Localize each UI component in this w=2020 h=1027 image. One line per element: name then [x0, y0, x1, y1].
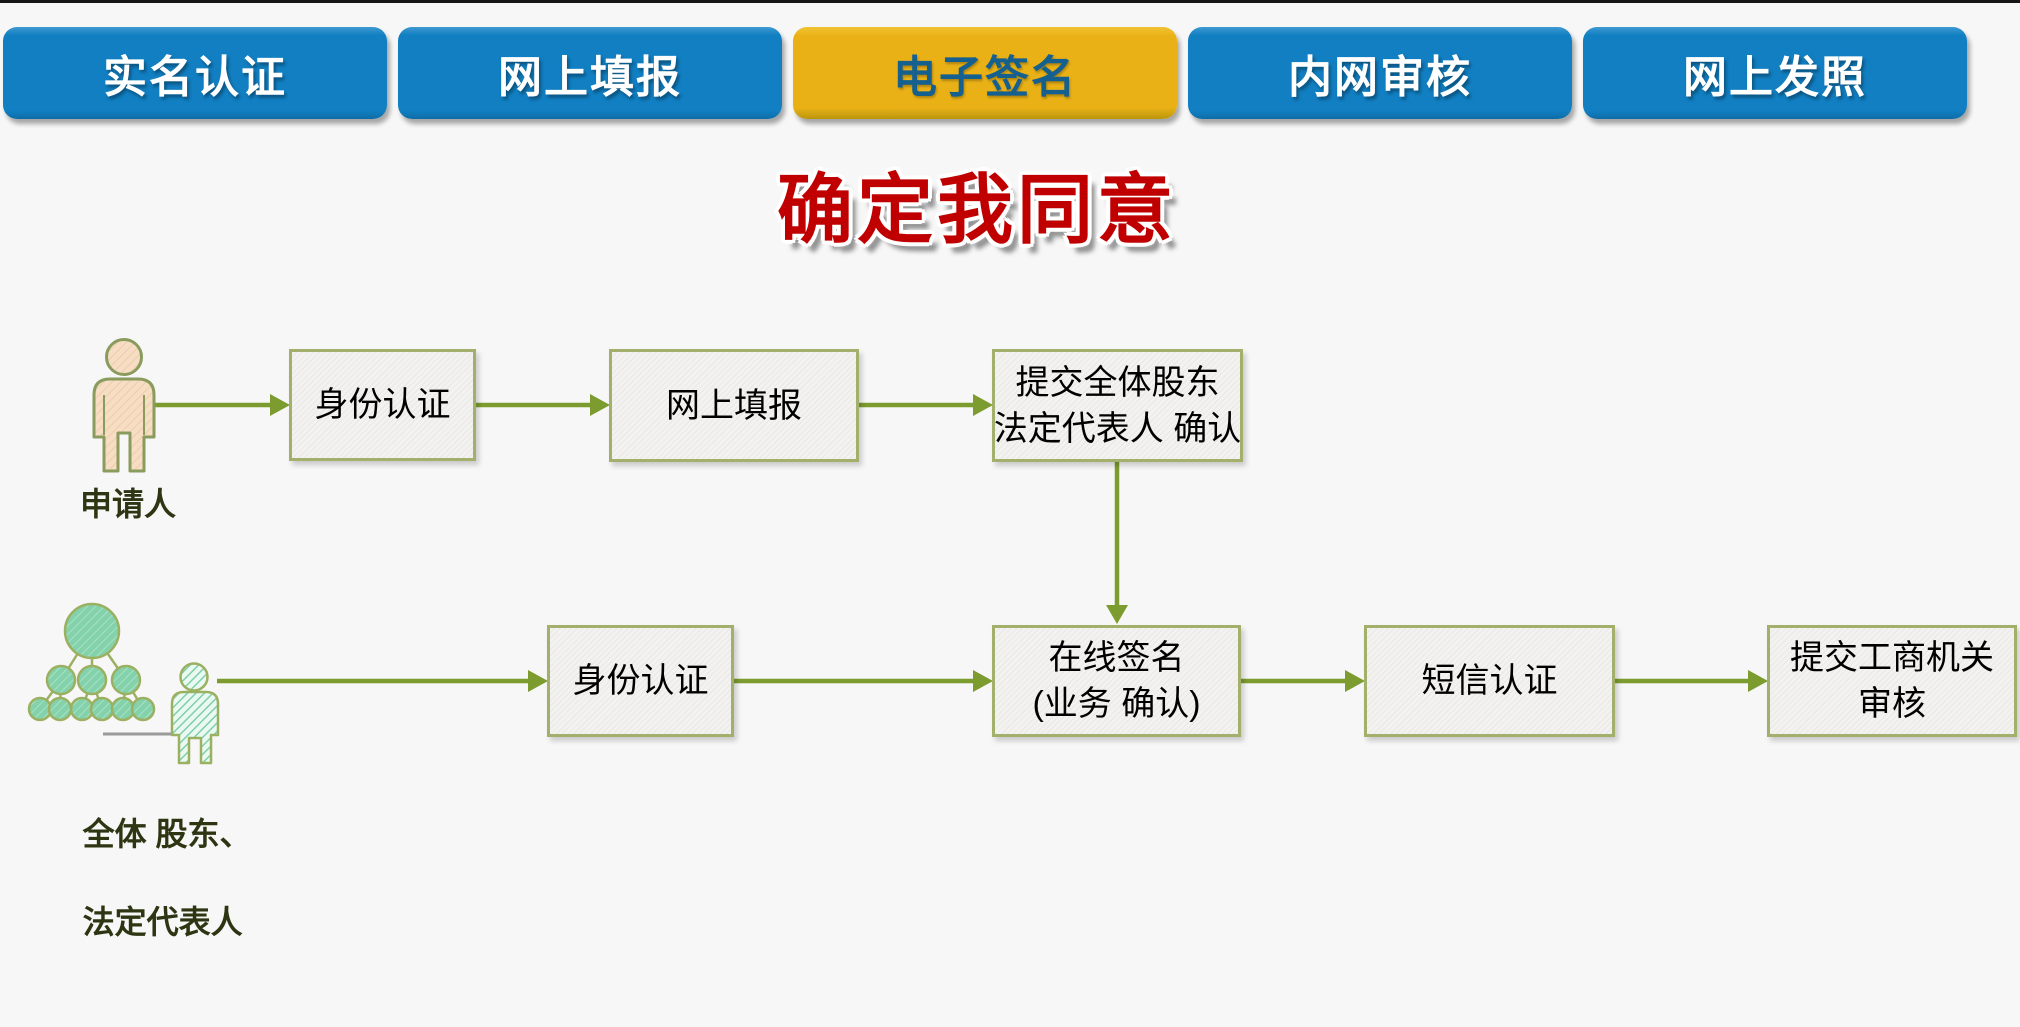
tab-intranet-review[interactable]: 内网审核 — [1188, 27, 1572, 119]
legal-representative-figure — [170, 662, 220, 765]
applicant-person-icon — [92, 338, 156, 473]
process-step-tabs: 实名认证 网上填报 电子签名 内网审核 网上发照 — [3, 27, 1967, 119]
top-border-strip — [0, 0, 2020, 3]
shareholders-group-icon — [27, 602, 220, 765]
page-title: 确定我同意 — [777, 168, 1177, 253]
tab-online-filing[interactable]: 网上填报 — [398, 27, 782, 119]
box-label: 网上填报 — [666, 386, 802, 425]
arrow-shareholders-to-identity — [217, 670, 548, 692]
flow-box-sms-auth: 短信认证 — [1364, 625, 1615, 737]
box-label: 提交工商机关 — [1790, 639, 1994, 677]
box-label: 身份认证 — [572, 662, 709, 700]
tab-label: 实名认证 — [103, 53, 287, 102]
shareholders-label-line1: 全体 股东、 — [82, 816, 252, 852]
box-label: 提交全体股东 — [1015, 363, 1220, 402]
arrow-submit-to-online-sign — [1106, 462, 1128, 624]
box-label: (业务 确认) — [1032, 685, 1201, 723]
flow-box-submit-authority-review: 提交工商机关 审核 — [1767, 625, 2017, 737]
tab-label: 内网审核 — [1288, 53, 1472, 102]
applicant-label: 申请人 — [80, 486, 177, 522]
arrow-identity-to-online-sign — [734, 670, 993, 692]
box-label: 短信认证 — [1421, 662, 1558, 700]
tab-label: 网上发照 — [1683, 53, 1867, 102]
arrow-identity-to-filing — [476, 394, 610, 416]
flow-box-identity-auth-applicant: 身份认证 — [289, 349, 476, 461]
arrow-filing-to-submit — [859, 394, 993, 416]
tab-electronic-signature[interactable]: 电子签名 — [793, 27, 1177, 119]
flow-box-identity-auth-shareholders: 身份认证 — [547, 625, 734, 737]
flow-box-submit-shareholder-confirm: 提交全体股东 法定代表人 确认 — [992, 349, 1243, 462]
flow-box-online-filing: 网上填报 — [609, 349, 859, 462]
box-label: 审核 — [1858, 685, 1926, 723]
box-label: 在线签名 — [1048, 639, 1185, 677]
tab-online-license-issue[interactable]: 网上发照 — [1583, 27, 1967, 119]
arrow-sms-to-authority — [1615, 670, 1768, 692]
tab-real-name-auth[interactable]: 实名认证 — [3, 27, 387, 119]
shareholders-label: 全体 股东、 法定代表人 — [47, 768, 252, 988]
arrow-online-sign-to-sms — [1241, 670, 1365, 692]
shareholders-label-line2: 法定代表人 — [82, 904, 243, 940]
box-label: 法定代表人 确认 — [993, 409, 1242, 448]
tab-label: 网上填报 — [498, 53, 682, 102]
arrow-applicant-to-identity — [152, 394, 290, 416]
box-label: 身份认证 — [314, 386, 451, 424]
org-tree-nodes — [27, 602, 156, 722]
flow-box-online-signature: 在线签名 (业务 确认) — [992, 625, 1241, 737]
tab-label: 电子签名 — [893, 53, 1077, 102]
